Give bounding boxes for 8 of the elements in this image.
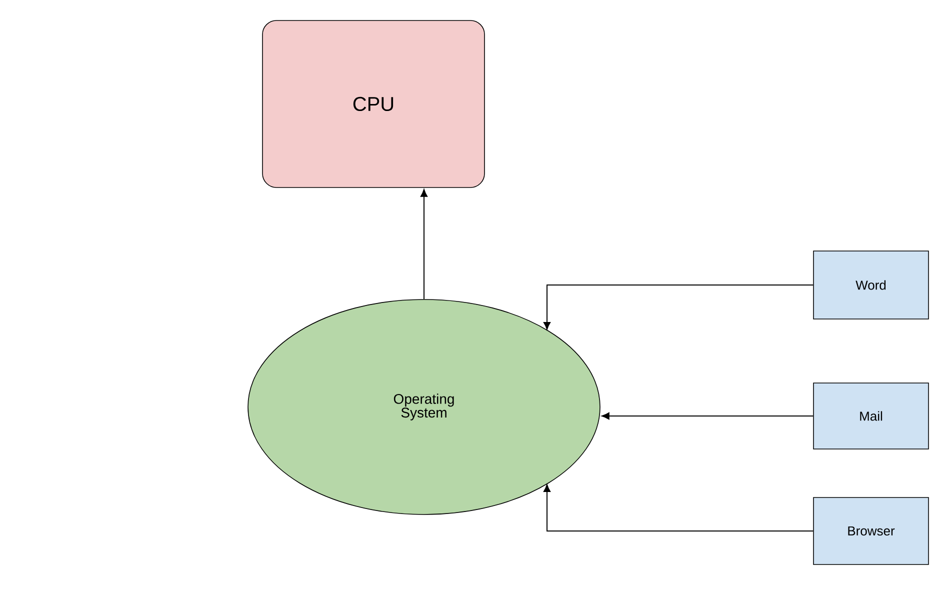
arrow (543, 484, 814, 532)
app-box: Word (813, 250, 929, 320)
arrow (602, 412, 814, 420)
app-box: Mail (813, 382, 929, 450)
app-box: Browser (813, 497, 929, 565)
arrow (420, 189, 428, 300)
cpu-box: CPU (262, 20, 485, 188)
arrow (543, 284, 814, 330)
